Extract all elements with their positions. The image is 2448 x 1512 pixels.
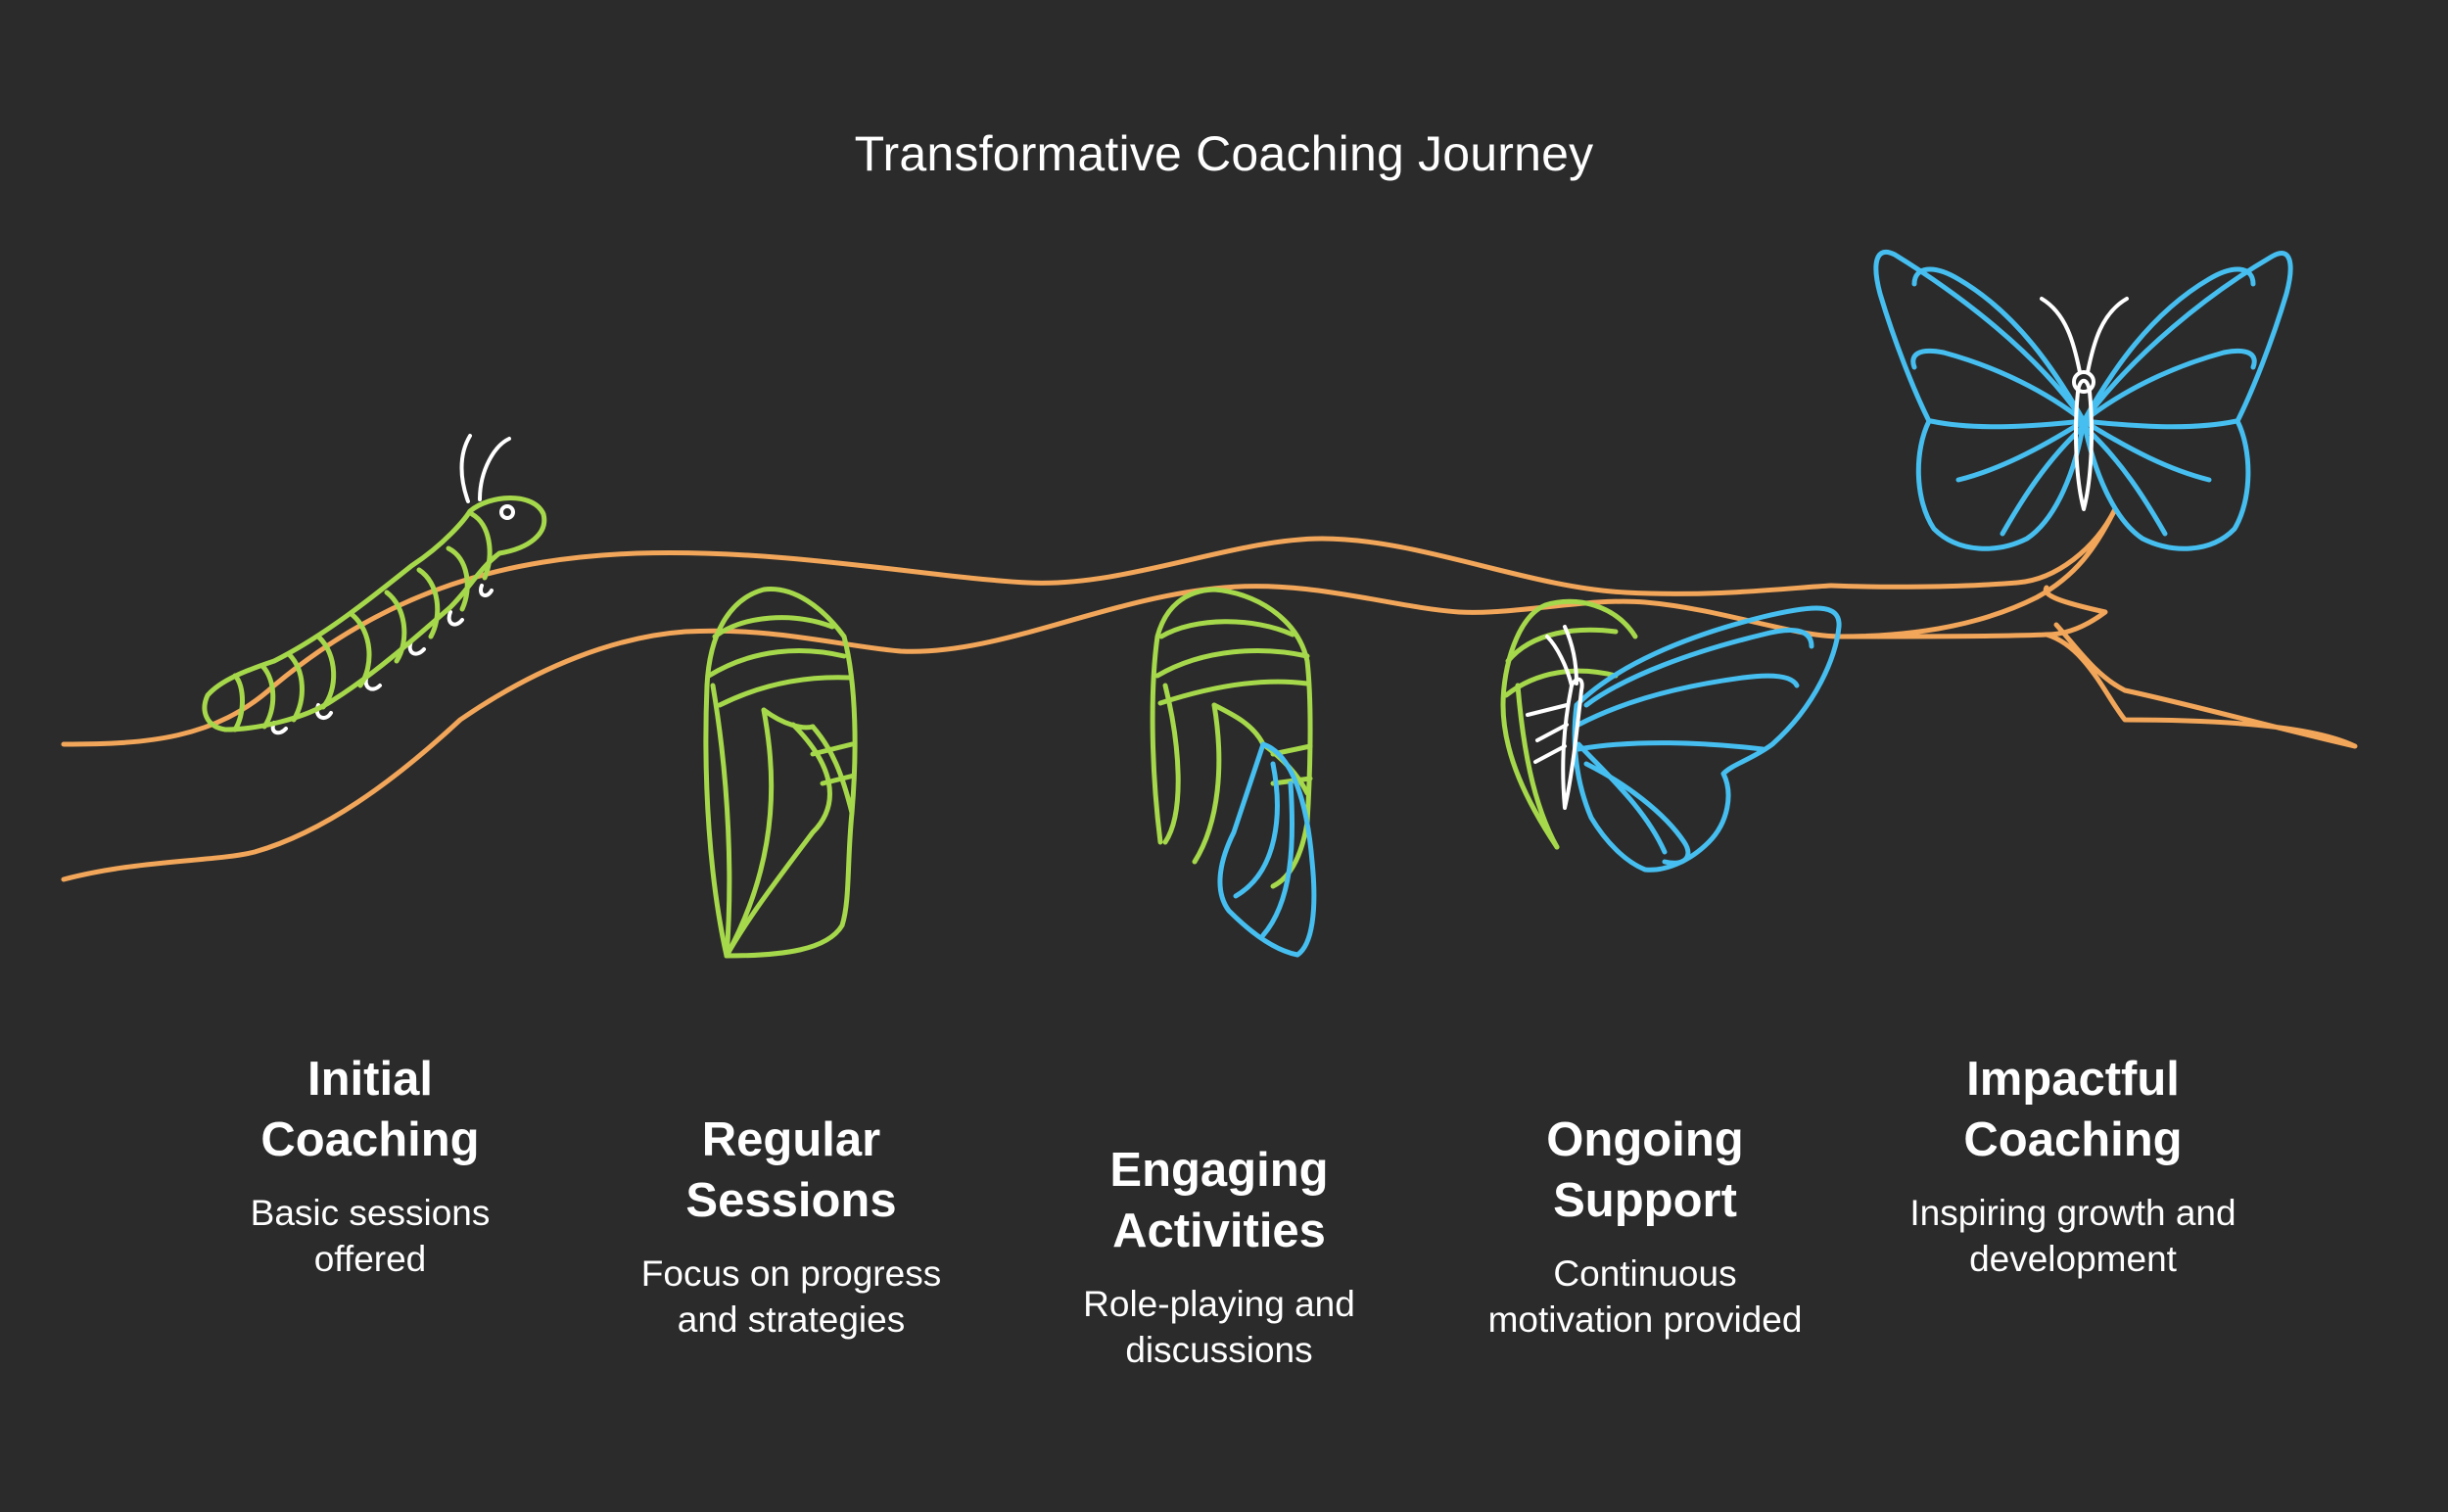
chrysalis-icon (703, 587, 858, 959)
page-title: Transformative Coaching Journey (854, 126, 1594, 181)
emerging-butterfly-icon (1500, 598, 1842, 873)
caterpillar-icon (202, 434, 547, 735)
branch-icon (61, 506, 2358, 882)
chrysalis-wing-icon (1150, 587, 1317, 958)
butterfly-icon (1873, 250, 2293, 551)
